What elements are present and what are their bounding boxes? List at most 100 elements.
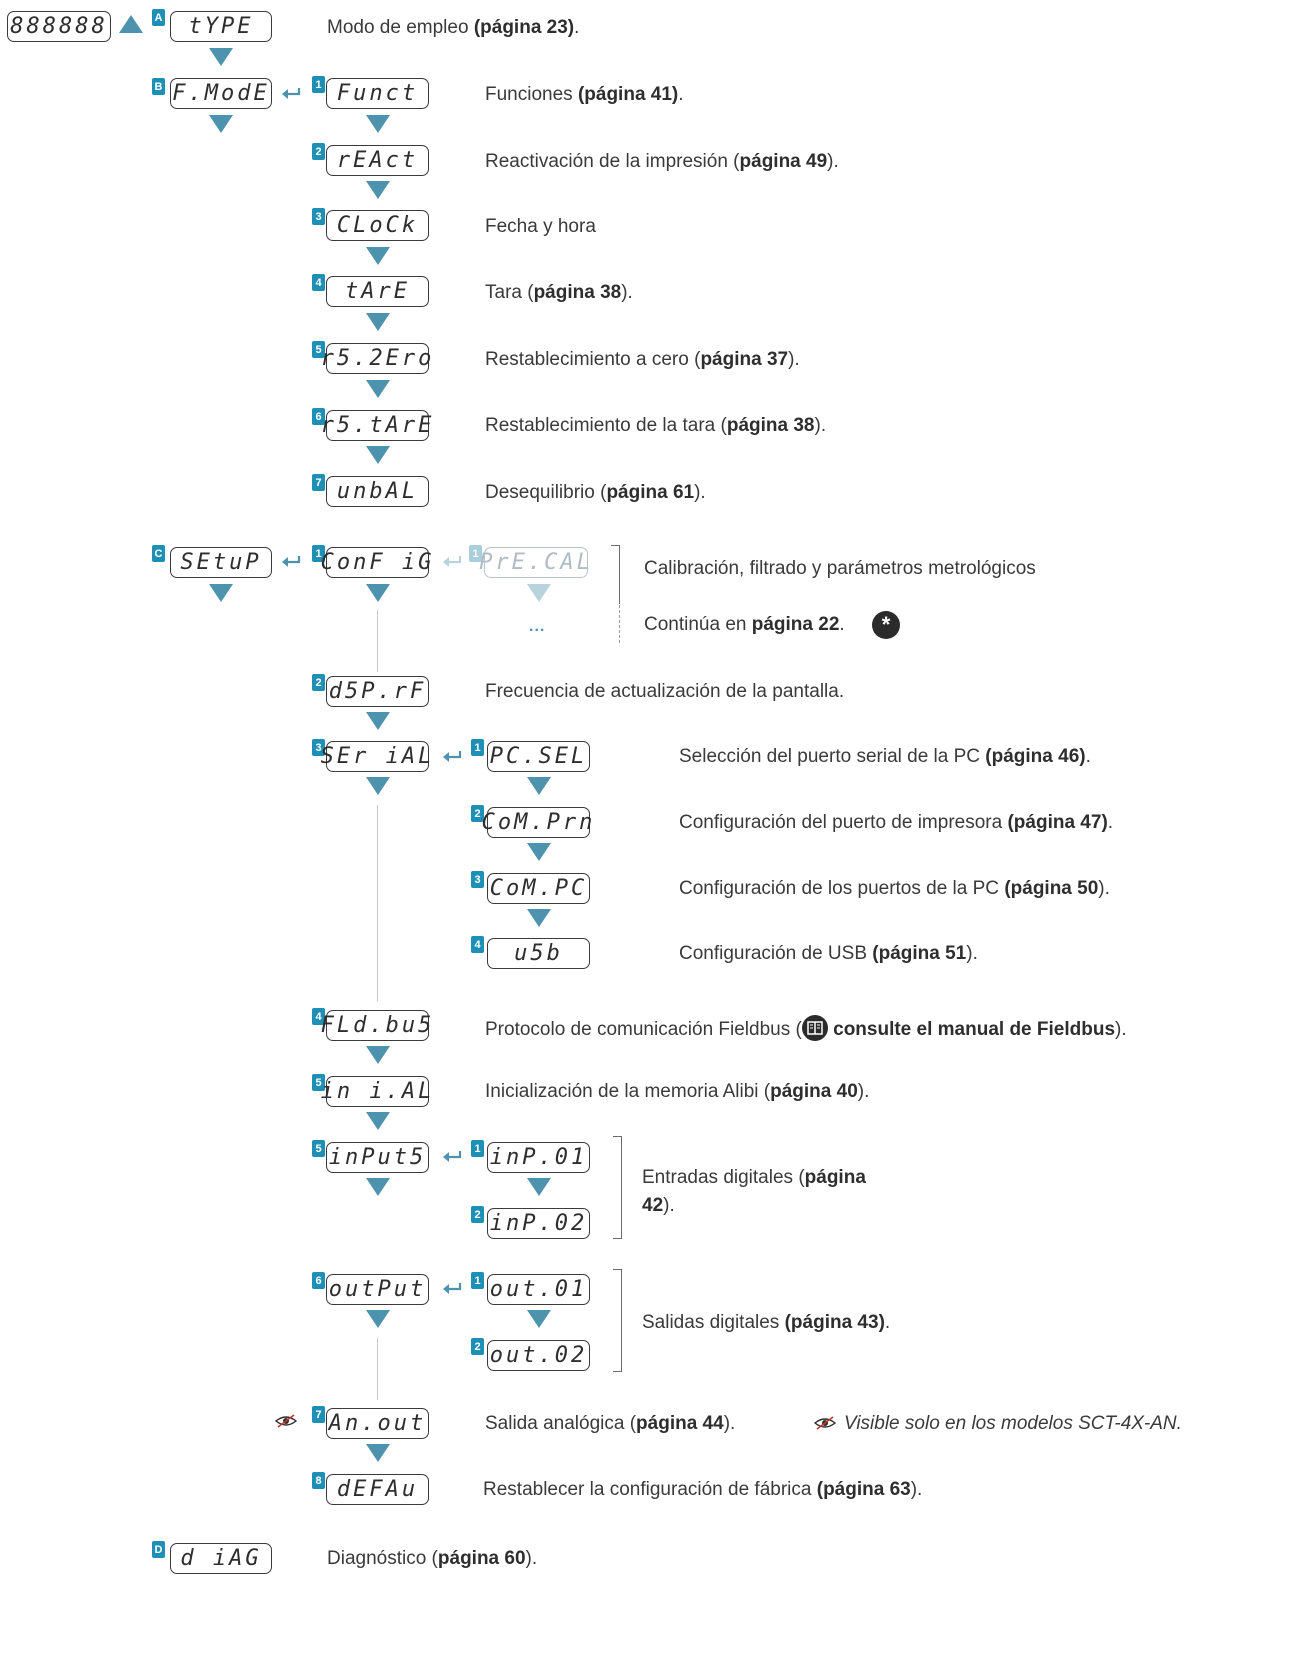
desc-outputs: Salidas digitales (página 43). (642, 1312, 891, 1333)
visible-note: Visible solo en los modelos SCT-4X-AN. (844, 1413, 1182, 1434)
display-diag: d iAG (170, 1543, 272, 1574)
display-clock: CLoCk (326, 210, 429, 241)
enter-arrow-icon (443, 1283, 462, 1294)
badge-4: 4 (312, 274, 325, 291)
badge-1: 1 (471, 739, 484, 756)
badge-1: 1 (471, 1140, 484, 1157)
badge-1: 1 (312, 545, 325, 562)
display-inial: in i.AL (321, 1076, 431, 1107)
display-serial: SEr iAL (321, 741, 431, 772)
display-comprn: CoM.Prn (482, 807, 592, 838)
desc-type: Modo de empleo (página 23). (327, 17, 580, 38)
down-arrow-icon (366, 777, 390, 795)
desc-react: Reactivación de la impresión (página 49)… (485, 151, 839, 172)
desc-usb: Configuración de USB (página 51). (679, 943, 978, 964)
enter-arrow-icon (282, 88, 301, 99)
connector-line (377, 805, 378, 1001)
down-arrow-icon (209, 584, 233, 602)
display-tare: tArE (326, 276, 429, 307)
desc-funct: Funciones (página 41). (485, 84, 684, 105)
display-anout: An.out (326, 1408, 429, 1439)
desc-pcsel: Selección del puerto serial de la PC (pá… (679, 746, 1091, 767)
down-arrow-icon (209, 115, 233, 133)
dashed-divider (619, 605, 620, 643)
desc-rstare: Restablecimiento de la tara (página 38). (485, 415, 827, 436)
display-output: outPut (326, 1274, 429, 1305)
display-inp01: inP.01 (487, 1142, 590, 1173)
enter-arrow-icon (443, 556, 462, 567)
down-arrow-icon (527, 909, 551, 927)
display-inp02: inP.02 (487, 1208, 590, 1239)
badge-5: 5 (312, 1074, 325, 1091)
desc-tare: Tara (página 38). (485, 282, 633, 303)
badge-2: 2 (312, 674, 325, 691)
badge-6: 6 (312, 1272, 325, 1289)
up-arrow-icon (119, 15, 143, 33)
down-arrow-icon (366, 584, 390, 602)
enter-arrow-icon (282, 556, 301, 567)
enter-arrow-icon (443, 751, 462, 762)
badge-5: 5 (312, 1140, 325, 1157)
display-unbal: unbAL (326, 476, 429, 507)
display-888888: 888888 (7, 11, 111, 42)
desc-clock: Fecha y hora (485, 216, 596, 237)
badge-7: 7 (312, 1406, 325, 1423)
display-funct: Funct (326, 78, 429, 109)
down-arrow-icon (366, 1310, 390, 1328)
badge-8: 8 (312, 1472, 325, 1489)
badge-1: 1 (471, 1272, 484, 1289)
desc-diag: Diagnóstico (página 60). (327, 1548, 538, 1569)
down-arrow-icon (366, 380, 390, 398)
down-arrow-icon (527, 843, 551, 861)
display-rstare: r5.tArE (321, 410, 431, 441)
down-arrow-icon (527, 1178, 551, 1196)
badge-7: 7 (312, 474, 325, 491)
display-out02: out.02 (487, 1340, 590, 1371)
display-defau: dEFAu (326, 1474, 429, 1505)
display-setup: SEtuP (170, 547, 272, 578)
down-arrow-icon (527, 1310, 551, 1328)
eye-hidden-icon (275, 1414, 297, 1428)
desc-anout: Salida analógica (página 44). (485, 1413, 736, 1434)
badge-2: 2 (471, 805, 484, 822)
asterisk-icon: * (872, 611, 900, 639)
badge-3: 3 (312, 208, 325, 225)
badge-5: 5 (312, 341, 325, 358)
badge-d: D (152, 1541, 165, 1558)
display-rszero: r5.2Ero (321, 343, 431, 374)
badge-3: 3 (471, 871, 484, 888)
enter-arrow-icon (443, 1151, 462, 1162)
desc-compc: Configuración de los puertos de la PC (p… (679, 878, 1110, 899)
desc-continue: Continúa en página 22. (644, 614, 845, 635)
down-arrow-icon (366, 181, 390, 199)
badge-b: B (152, 78, 165, 95)
badge-1: 1 (312, 76, 325, 93)
badge-c: C (152, 545, 165, 562)
display-fldbus: FLd.bu5 (321, 1010, 431, 1041)
bracket (613, 1136, 622, 1239)
down-arrow-icon (527, 777, 551, 795)
connector-line (377, 1338, 378, 1400)
down-arrow-icon (366, 247, 390, 265)
badge-2: 2 (471, 1338, 484, 1355)
desc-unbal: Desequilibrio (página 61). (485, 482, 706, 503)
display-usb: u5b (487, 938, 590, 969)
display-pcsel: PC.SEL (487, 741, 590, 772)
badge-4: 4 (312, 1008, 325, 1025)
display-config: ConF iG (321, 547, 431, 578)
desc-calibration: Calibración, filtrado y parámetros metro… (644, 558, 1036, 579)
down-arrow-icon (366, 115, 390, 133)
badge-2: 2 (312, 143, 325, 160)
badge-1-faded: 1 (469, 545, 482, 562)
bracket (613, 1269, 622, 1372)
desc-fldbus: Protocolo de comunicación Fieldbus ( con… (485, 1015, 1127, 1042)
display-compc: CoM.PC (487, 873, 590, 904)
ellipsis: ... (529, 618, 546, 635)
down-arrow-icon (366, 1046, 390, 1064)
desc-rszero: Restablecimiento a cero (página 37). (485, 349, 800, 370)
badge-a: A (152, 9, 165, 26)
badge-6: 6 (312, 408, 325, 425)
desc-dsprf: Frecuencia de actualización de la pantal… (485, 681, 845, 702)
badge-2: 2 (471, 1206, 484, 1223)
